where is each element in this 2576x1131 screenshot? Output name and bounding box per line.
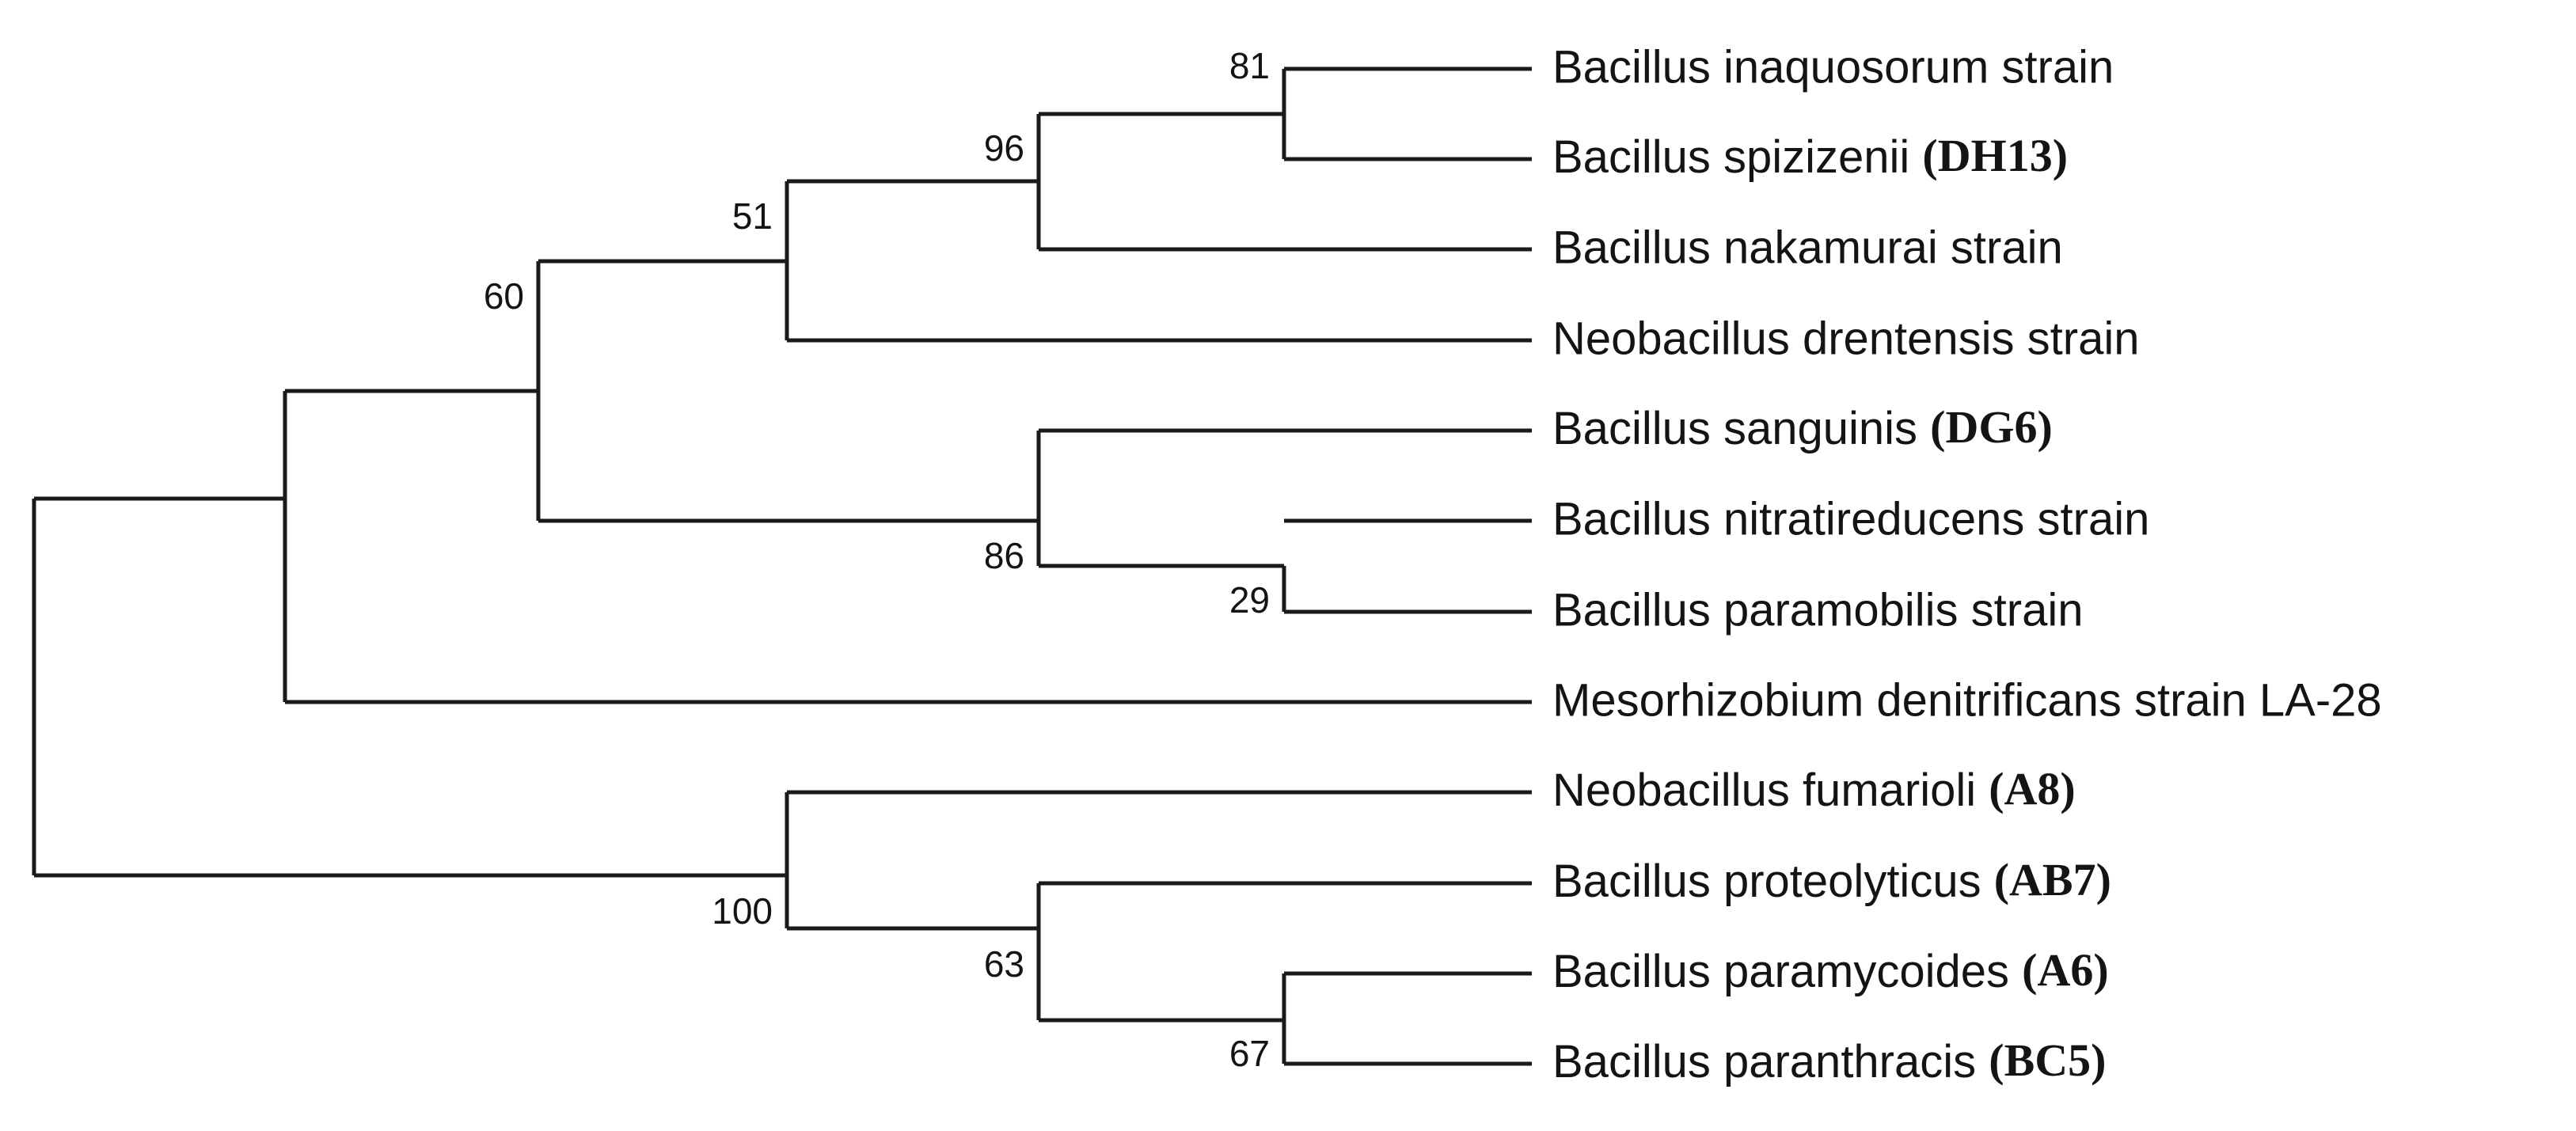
support-value-51: 51	[732, 195, 773, 237]
taxon-label-3: Neobacillus drentensis strain	[1552, 313, 2139, 364]
branch-group	[32, 66, 1532, 1066]
taxon-label-6: Bacillus paramobilis strain	[1552, 584, 2083, 636]
taxon-strain-code: (BC5)	[1989, 1034, 2106, 1086]
support-value-group: 81 96 51 60 86 29 100 63 67	[484, 45, 1270, 1074]
support-value-67: 67	[1229, 1033, 1270, 1074]
support-value-96: 96	[984, 127, 1024, 169]
taxon-label-7: Mesorhizobium denitrificans strain LA-28	[1552, 674, 2382, 726]
taxon-species-name: Neobacillus fumarioli	[1552, 765, 1989, 816]
taxon-species-name: Bacillus proteolyticus	[1552, 856, 1994, 907]
support-value-63: 63	[984, 943, 1024, 985]
taxon-strain-code: (A8)	[1989, 763, 2076, 814]
taxon-label-0: Bacillus inaquosorum strain	[1552, 41, 2114, 93]
taxon-strain-code: (AB7)	[1994, 854, 2111, 905]
support-value-60: 60	[484, 275, 524, 317]
support-value-81: 81	[1229, 45, 1270, 86]
support-value-86: 86	[984, 535, 1024, 576]
taxon-label-10: Bacillus paramycoides (A6)	[1552, 944, 2109, 997]
taxon-strain-code: (DG6)	[1930, 401, 2053, 453]
taxon-label-8: Neobacillus fumarioli (A8)	[1552, 763, 2076, 816]
support-value-29: 29	[1229, 579, 1270, 621]
taxon-label-1: Bacillus spizizenii (DH13)	[1552, 130, 2068, 183]
taxon-species-name: Bacillus sanguinis	[1552, 403, 1930, 454]
taxon-label-4: Bacillus sanguinis (DG6)	[1552, 401, 2053, 454]
taxon-strain-code: (A6)	[2022, 944, 2109, 996]
taxon-label-9: Bacillus proteolyticus (AB7)	[1552, 854, 2111, 907]
taxon-strain-code: (DH13)	[1922, 130, 2068, 181]
taxon-label-11: Bacillus paranthracis (BC5)	[1552, 1034, 2106, 1087]
taxon-label-2: Bacillus nakamurai strain	[1552, 222, 2063, 273]
support-value-100: 100	[712, 890, 773, 932]
taxon-species-name: Bacillus spizizenii	[1552, 131, 1922, 183]
taxon-species-name: Bacillus paramycoides	[1552, 946, 2022, 997]
taxon-species-name: Bacillus paranthracis	[1552, 1036, 1989, 1087]
taxon-label-5: Bacillus nitratireducens strain	[1552, 493, 2149, 545]
